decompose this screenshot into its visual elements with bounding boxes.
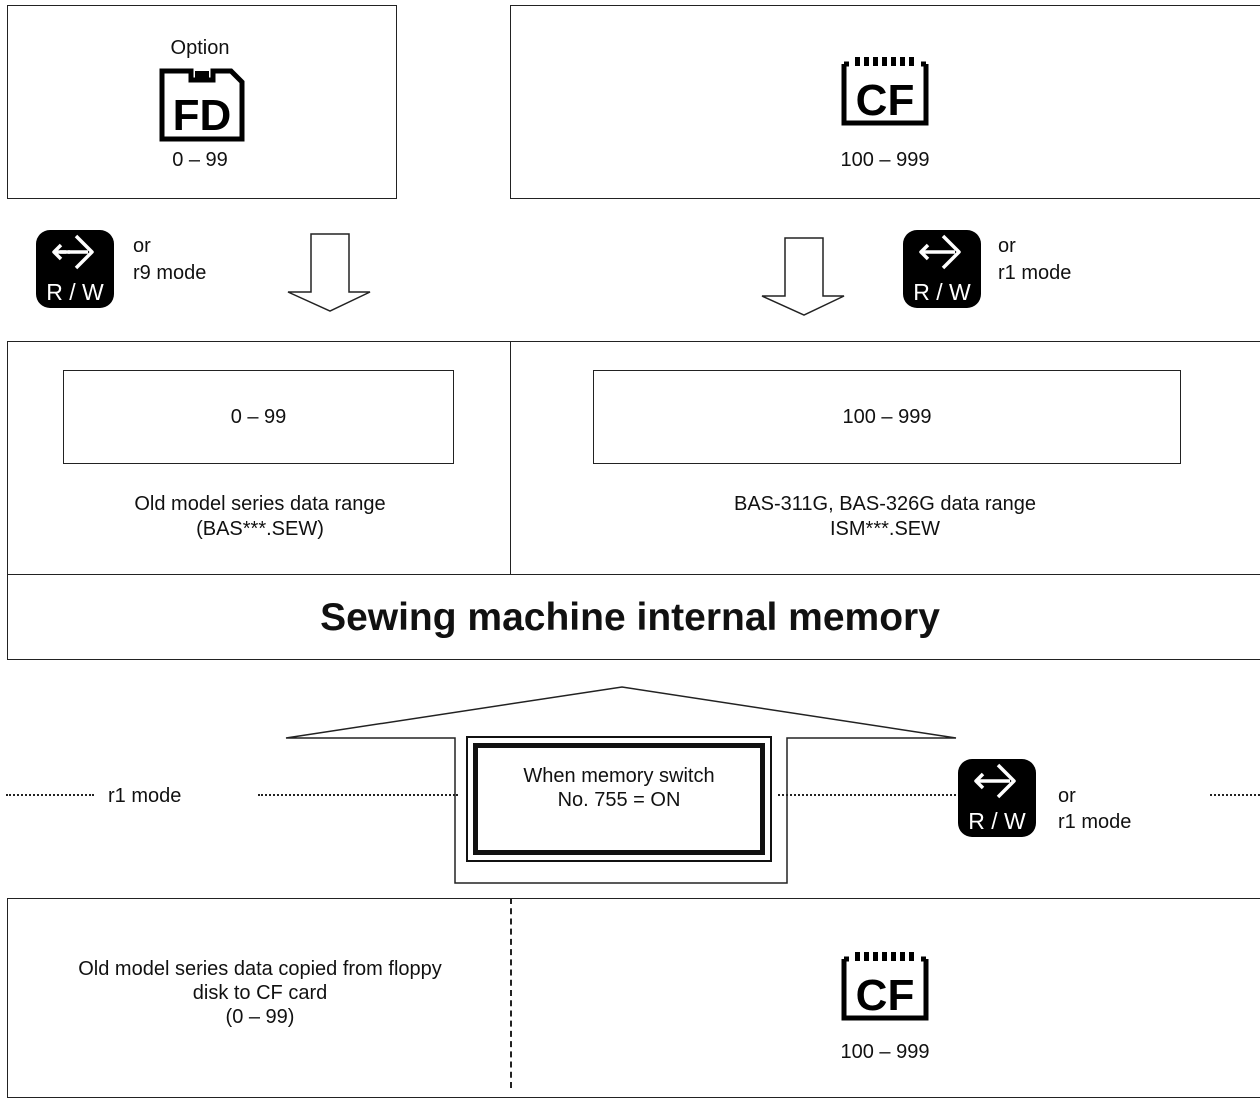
left-or-label: or [133, 235, 151, 257]
svg-text:R / W: R / W [46, 279, 104, 305]
fd-range: 0 – 99 [172, 149, 228, 171]
down-arrow-right-icon [759, 236, 847, 318]
switch-line-1: When memory switch [523, 765, 715, 787]
dotted-line-right [1210, 794, 1260, 796]
dotted-line-mid-right [778, 794, 960, 796]
cf-icon: CF [841, 54, 929, 126]
memory-title-divider [7, 574, 1260, 575]
rw-key-icon: R / W [903, 230, 981, 308]
cf-card-divider [510, 898, 512, 1088]
memory-divider [510, 341, 511, 575]
rw-key-icon: R / W [958, 759, 1036, 837]
svg-text:R / W: R / W [968, 808, 1026, 834]
old-range-filename: (BAS***.SEW) [196, 518, 324, 540]
new-range-caption: BAS-311G, BAS-326G data range [733, 493, 1037, 515]
memory-title: Sewing machine internal memory [320, 596, 940, 639]
option-label: Option [170, 37, 230, 59]
svg-text:R / W: R / W [913, 279, 971, 305]
old-range-caption: Old model series data range [134, 493, 386, 515]
svg-text:CF: CF [856, 76, 915, 125]
cf-range: 100 – 999 [840, 149, 930, 171]
new-range-value: 100 – 999 [842, 406, 932, 428]
svg-text:CF: CF [856, 971, 915, 1020]
dotted-line-mid-left [258, 794, 458, 796]
dotted-line-left [6, 794, 94, 796]
rw-key-icon: R / W [36, 230, 114, 308]
svg-text:FD: FD [173, 91, 232, 140]
switch-line-2: No. 755 = ON [557, 789, 681, 811]
fd-icon: FD [159, 68, 245, 142]
new-range-filename: ISM***.SEW [829, 518, 941, 540]
old-range-value: 0 – 99 [230, 406, 287, 428]
condition-or-label: or [1058, 785, 1076, 807]
bottom-cf-range: 100 – 999 [840, 1041, 930, 1063]
cf-source-box [510, 5, 1260, 199]
down-arrow-left-icon [285, 232, 373, 314]
condition-mode-label: r1 mode [1058, 811, 1132, 833]
cf-icon: CF [841, 949, 929, 1021]
left-mode-label: r9 mode [133, 262, 207, 284]
left-condition-mode: r1 mode [108, 785, 182, 807]
copied-line-2: disk to CF card [192, 982, 328, 1004]
right-or-label: or [998, 235, 1016, 257]
new-range-box [593, 370, 1181, 464]
right-mode-label: r1 mode [998, 262, 1072, 284]
copied-line-1: Old model series data copied from floppy [78, 958, 442, 980]
copied-line-3: (0 – 99) [225, 1006, 295, 1028]
old-range-box [63, 370, 454, 464]
memory-switch-box [466, 736, 772, 862]
